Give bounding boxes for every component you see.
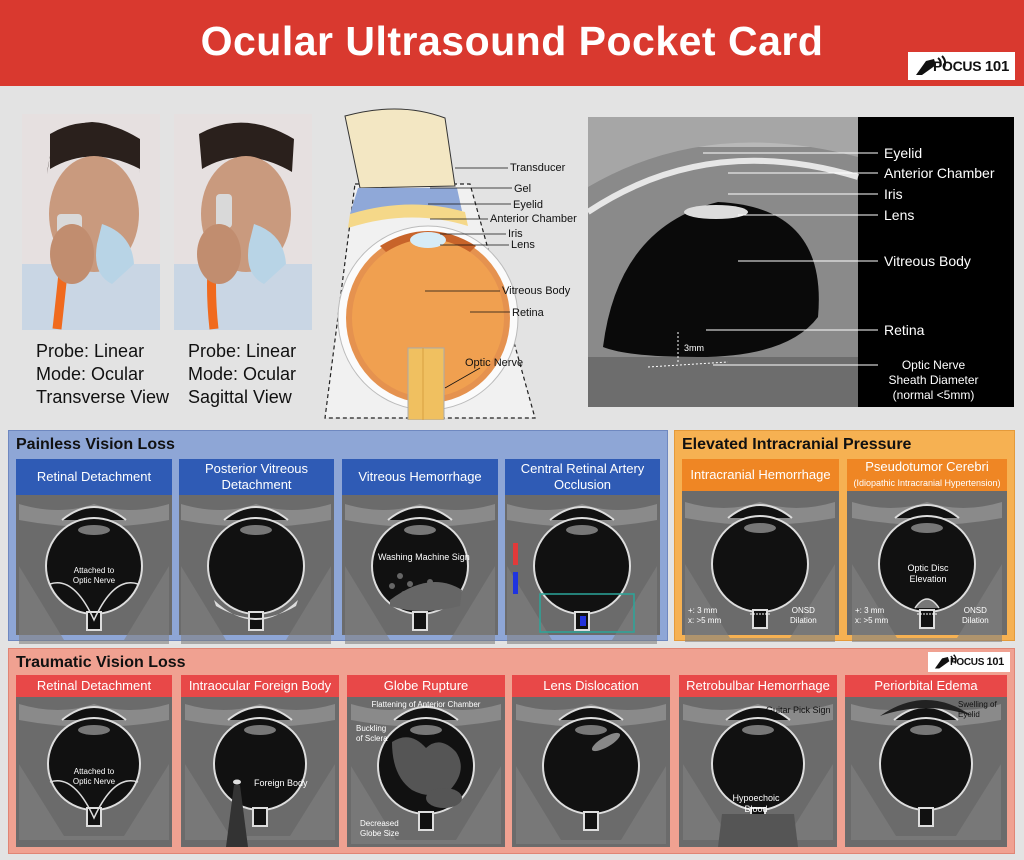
us-label-eyelid: Eyelid: [884, 145, 923, 161]
card-lens-dislocation: Lens Dislocation: [512, 675, 670, 847]
card-retinal-detachment: Retinal Detachment: [16, 459, 172, 635]
diagram-label-transducer: Transducer: [510, 162, 566, 174]
card-title: Retrobulbar Hemorrhage: [679, 675, 837, 697]
probe-icon: [916, 55, 947, 75]
painless-section-title: Painless Vision Loss: [16, 436, 175, 453]
card-crao: Central Retinal Artery Occlusion: [505, 459, 660, 635]
us-label-vitreous-body: Vitreous Body: [884, 253, 971, 269]
page-title: Ocular Ultrasound Pocket Card: [200, 18, 824, 64]
traumatic-section-title: Traumatic Vision Loss: [16, 654, 186, 671]
us-label-anterior-chamber: Anterior Chamber: [884, 165, 995, 181]
anno-flattening-anterior-chamber: Flattening of Anterior Chamber: [371, 700, 481, 709]
card-title: Vitreous Hemorrhage: [342, 459, 498, 495]
diagram-label-retina: Retina: [512, 307, 544, 319]
card-title: Globe Rupture: [347, 675, 505, 697]
card-title: Posterior Vitreous Detachment: [179, 459, 334, 495]
card-title: Intracranial Hemorrhage: [682, 459, 839, 491]
diagram-label-optic-nerve: Optic Nerve: [465, 357, 524, 369]
diagram-label-lens: Lens: [511, 239, 535, 251]
card-title: Retinal Detachment: [16, 675, 172, 697]
diagram-label-vitreous-body: Vitreous Body: [502, 285, 571, 297]
card-posterior-vitreous-detachment: Posterior Vitreous Detachment: [179, 459, 334, 635]
card-title: Intraocular Foreign Body: [181, 675, 339, 697]
card-title: Periorbital Edema: [845, 675, 1007, 697]
card-retrobulbar-hemorrhage: Retrobulbar Hemorrhage: [679, 675, 837, 847]
diagram-label-eyelid: Eyelid: [513, 199, 543, 211]
pocus-logo-small: POCUS 101: [928, 652, 1010, 672]
card-title: Retinal Detachment: [16, 459, 172, 495]
ocular-ultrasound-image: Eyelid Anterior Chamber Iris Lens Vitreo…: [588, 117, 1014, 407]
probe-icon-small: [934, 654, 957, 669]
diagram-label-anterior-chamber: Anterior Chamber: [490, 213, 577, 225]
card-title: Central Retinal Artery Occlusion: [505, 459, 660, 495]
us-label-lens: Lens: [884, 207, 915, 223]
pocus-logo: POCUS 101: [908, 52, 1015, 80]
eye-anatomy-diagram: [324, 108, 536, 420]
transverse-view-photo: [22, 114, 160, 330]
anno-guitar-pick-sign: Guitar Pick Sign: [766, 705, 831, 715]
diagram-label-iris: Iris: [508, 228, 523, 240]
card-trauma-retinal-detachment: Retinal Detachment: [16, 675, 172, 847]
header-banner: Ocular Ultrasound Pocket Card: [0, 0, 1024, 86]
us-label-iris: Iris: [884, 186, 903, 202]
card-vitreous-hemorrhage: Vitreous Hemorrhage: [342, 459, 498, 635]
us-measure-label: 3mm: [684, 343, 704, 353]
sagittal-view-photo: [174, 114, 312, 330]
anno-washing-machine-sign: Washing Machine Sign: [378, 552, 470, 562]
card-title: Pseudotumor Cerebri (Idiopathic Intracra…: [847, 459, 1007, 491]
anno-foreign-body: Foreign Body: [254, 778, 308, 788]
us-label-retina: Retina: [884, 322, 925, 338]
card-intraocular-foreign-body: Intraocular Foreign Body: [181, 675, 339, 847]
card-title: Lens Dislocation: [512, 675, 670, 697]
diagram-label-gel: Gel: [514, 183, 532, 195]
icp-section-title: Elevated Intracranial Pressure: [682, 436, 912, 453]
